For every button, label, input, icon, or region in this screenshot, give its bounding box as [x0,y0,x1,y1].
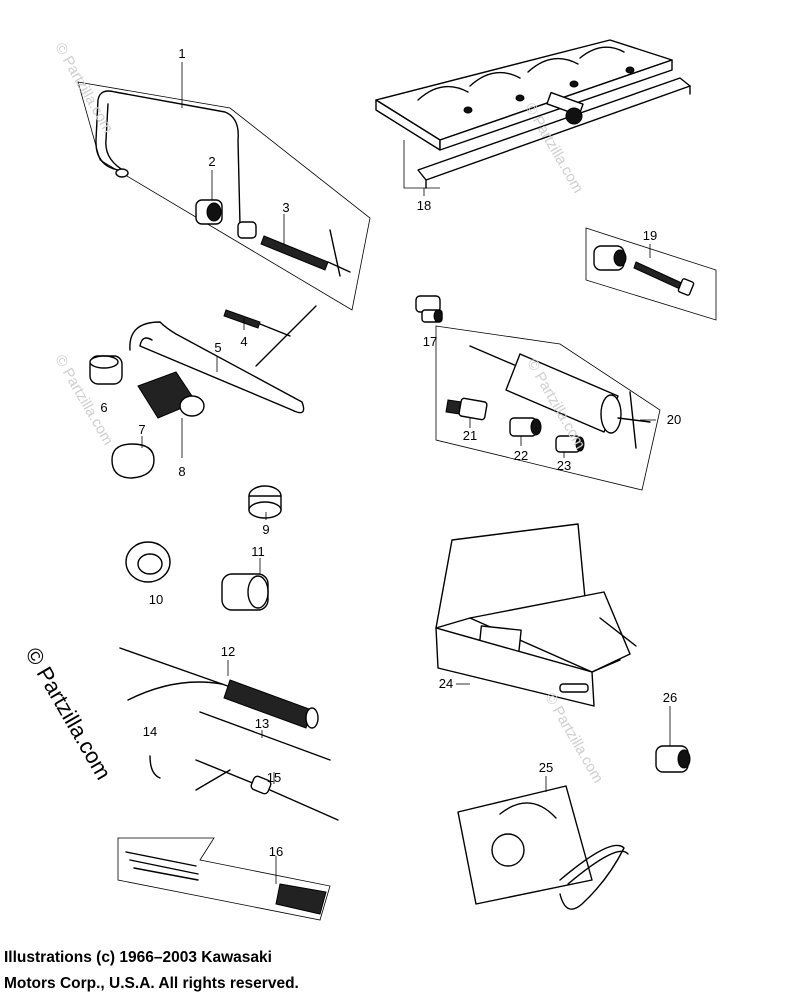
callout-12: 12 [221,644,235,659]
part-23-adapter [555,435,585,453]
callout-20: 20 [667,412,681,427]
part-6-cap [89,355,123,385]
part-22-adapter [509,417,542,437]
callout-11: 11 [251,544,265,559]
callout-15: 15 [267,770,281,785]
callout-24: 24 [439,676,453,691]
callout-17: 17 [423,334,437,349]
callout-23: 23 [557,458,571,473]
part-19-bolt [633,261,685,291]
part-13-rod [199,711,331,761]
copyright-line-1: Illustrations (c) 1966–2003 Kawasaki [4,949,272,966]
case-panel [469,591,631,673]
callout-8: 8 [178,464,185,479]
copyright-notice: Illustrations (c) 1966–2003 Kawasaki Mot… [4,945,299,997]
callout-1: 1 [178,46,185,61]
callout-2: 2 [208,154,215,169]
part-12-pliers [119,647,319,729]
frame-cradles [417,46,635,114]
callout-labels: 1 2 3 4 5 6 7 8 9 10 11 12 13 14 15 16 1… [100,46,681,859]
leader-18-bracket [403,140,440,189]
part-10-flange [125,541,171,583]
frame-screw [546,91,584,125]
part-4-t-handle [223,305,317,367]
callout-26: 26 [663,690,677,705]
callout-13: 13 [255,716,269,731]
callout-18: 18 [417,198,431,213]
group-1-panel [77,81,371,311]
part-3-bolt [260,229,351,277]
callout-19: 19 [643,228,657,243]
callout-22: 22 [514,448,528,463]
callout-5: 5 [214,340,221,355]
callout-25: 25 [539,760,553,775]
callout-9: 9 [262,522,269,537]
callout-7: 7 [138,422,145,437]
part-group-1 [77,81,371,311]
part-20-group [435,325,661,491]
callout-14: 14 [143,724,157,739]
test-leads [559,844,625,910]
part-14-clip [149,755,161,779]
bent-rod [95,90,241,226]
part-24-tester-case [435,523,637,707]
part-25-multimeter [457,785,629,910]
callout-4: 4 [240,334,247,349]
callout-16: 16 [269,844,283,859]
part-19-group [585,227,717,321]
callout-6: 6 [100,400,107,415]
part-8-knurled-handle [137,371,205,419]
part-26-fitting [655,745,691,773]
leader-lines [141,62,671,884]
part-18-frame [375,39,691,196]
part-9-plug [248,485,282,519]
part-11-sleeve [221,573,269,611]
callout-21: 21 [463,428,477,443]
part-7-nut [111,443,155,479]
part-17-fitting [415,295,443,323]
callout-3: 3 [282,200,289,215]
bent-rod-end [115,168,129,178]
part-2-bore [206,202,222,222]
part-16-pouch [117,837,331,921]
part-15-screwdriver [195,759,339,821]
copyright-line-2: Motors Corp., U.S.A. All rights reserved… [4,975,299,992]
slide-hammer-weight [505,353,619,433]
rod-socket [237,221,257,239]
part-5-hook-spanner [129,321,305,414]
case-base [435,627,595,707]
part-21-adapter [445,397,488,421]
callout-10: 10 [149,592,163,607]
